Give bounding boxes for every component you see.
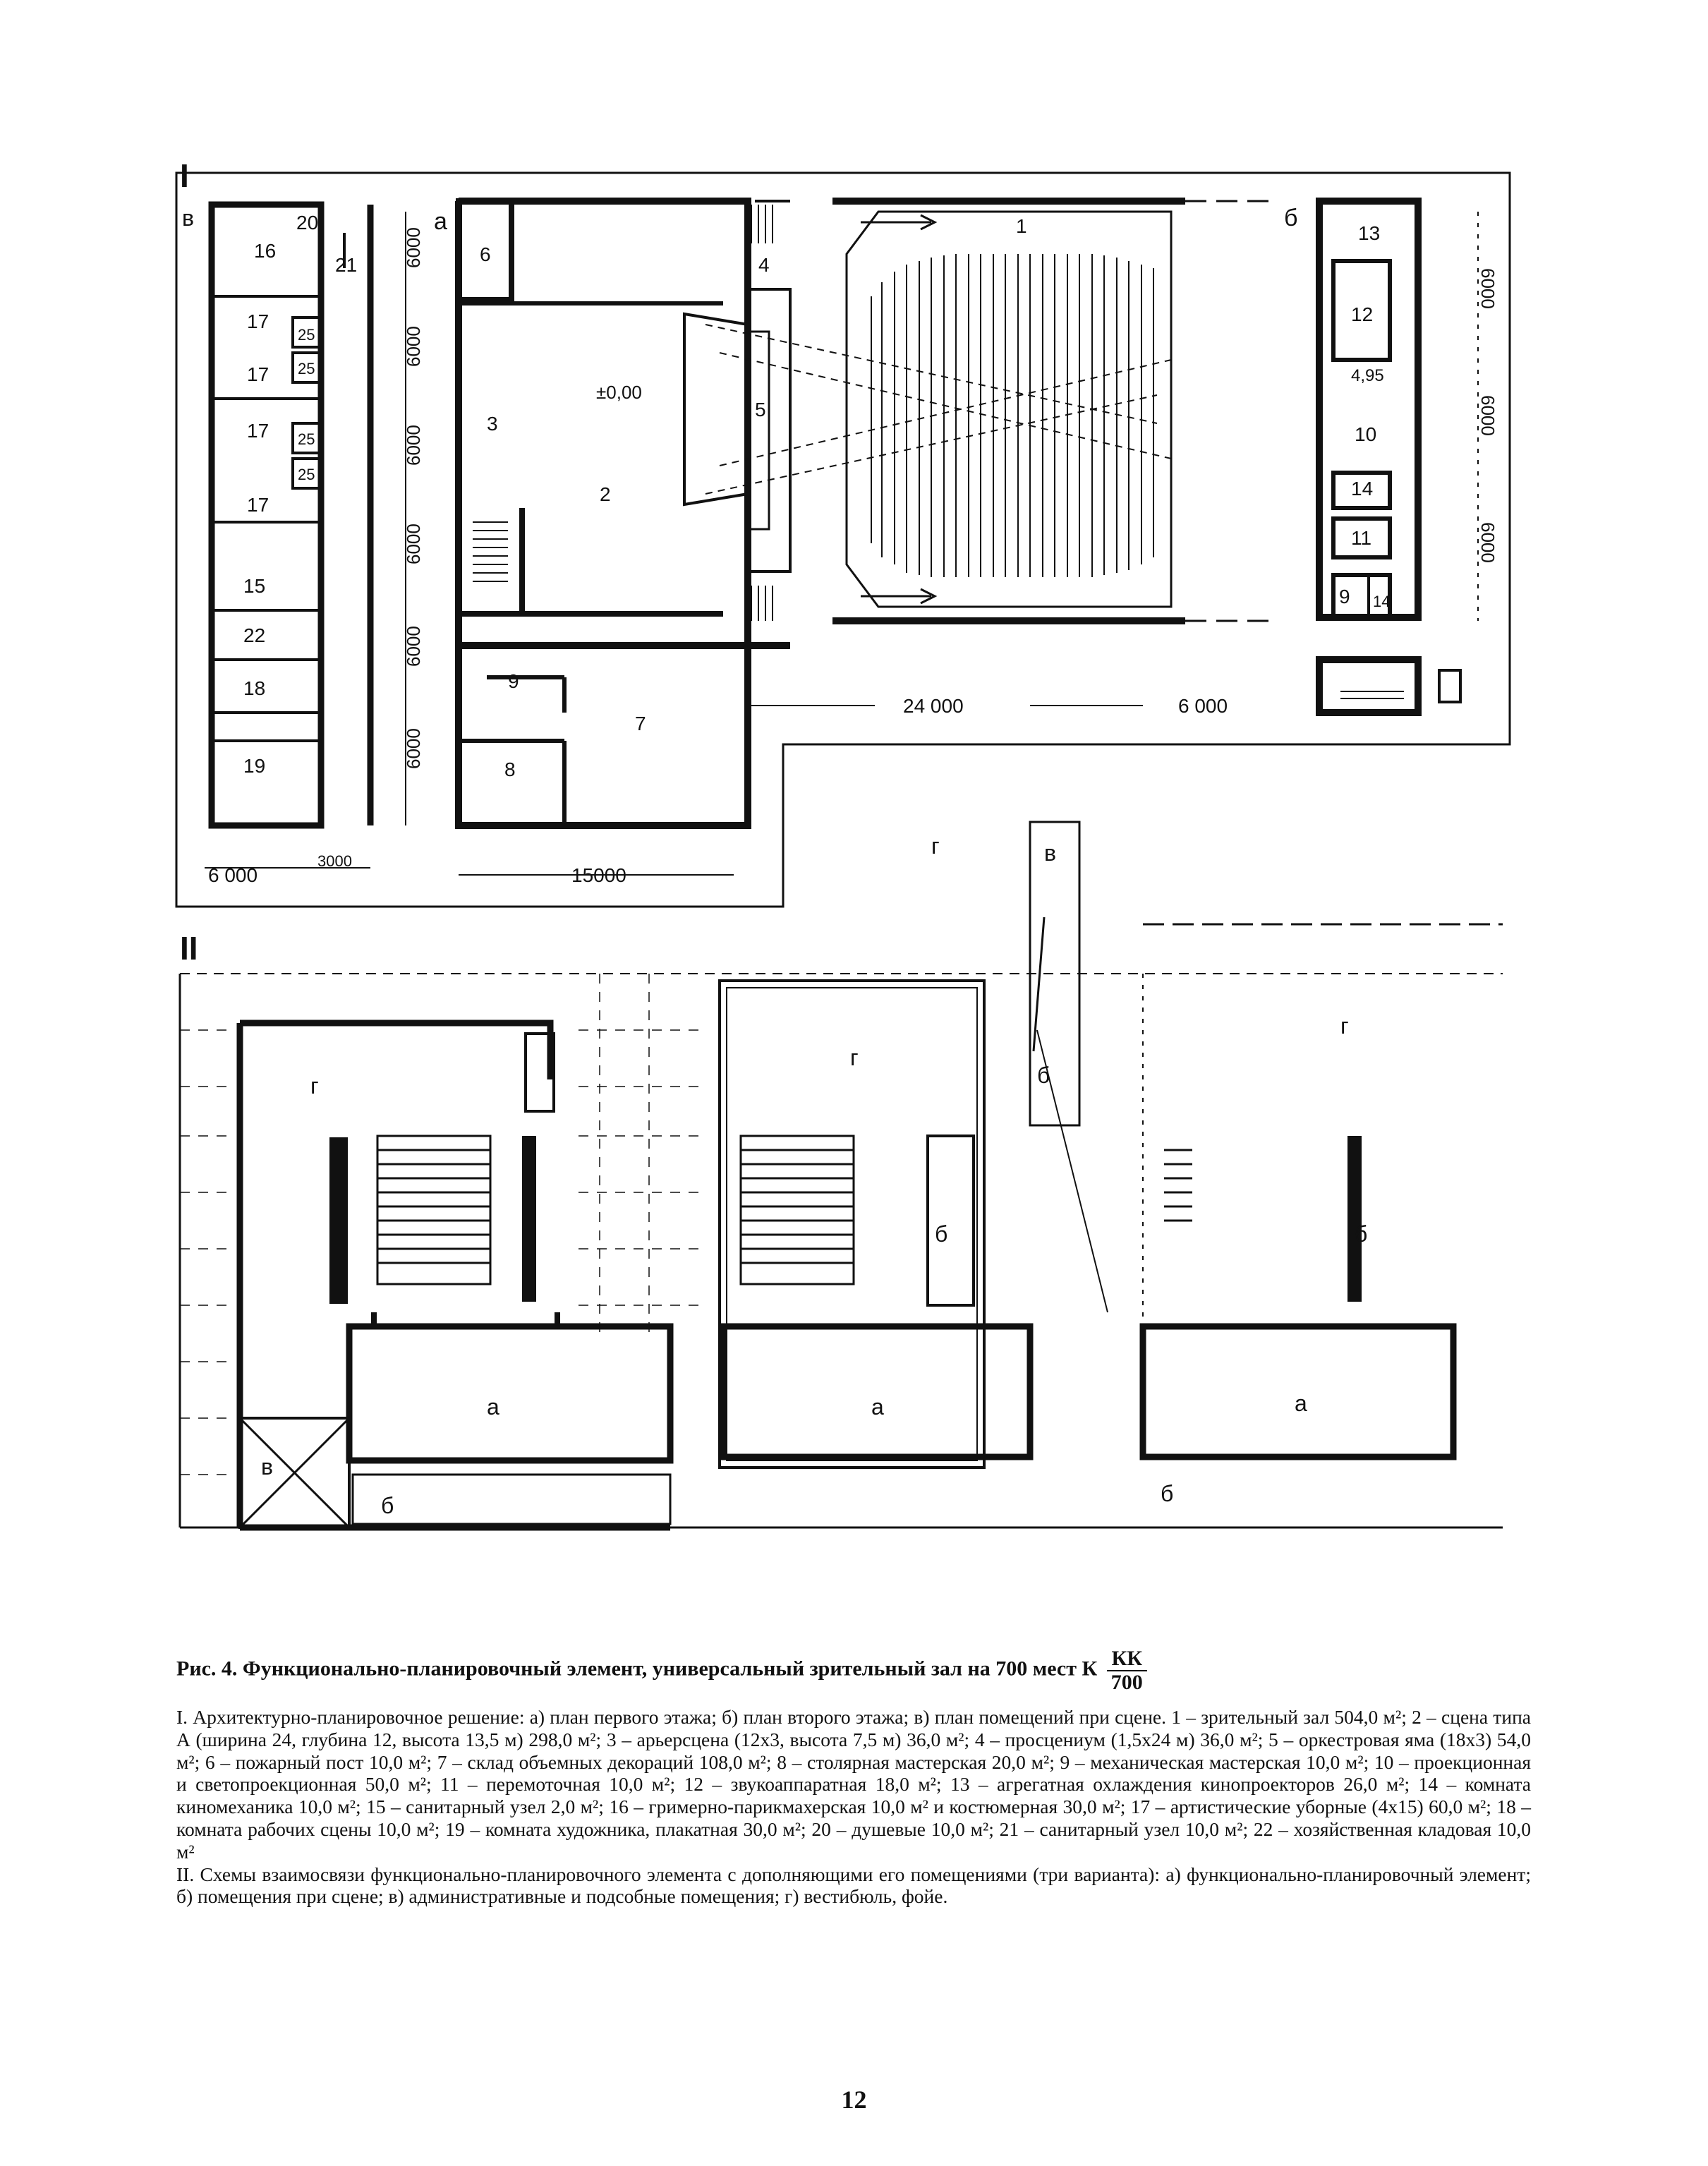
room-15b: 14 (1351, 478, 1373, 500)
dim-r3: 6000 (1477, 522, 1498, 563)
room-1: 1 (1016, 215, 1027, 237)
scheme2-g: г (850, 1045, 859, 1070)
legend-part-one: I. Архитектурно-планировочное решение: а… (176, 1706, 1531, 1863)
room-25d: 25 (298, 466, 315, 483)
room-9: 9 (508, 670, 519, 692)
legend-part-two: II. Схемы взаимосвязи функционально-план… (176, 1863, 1531, 1908)
dim-24000: 24 000 (903, 695, 964, 717)
room-18: 18 (243, 677, 265, 699)
scheme3-a: а (1295, 1391, 1307, 1416)
dim-15000: 15000 (571, 864, 626, 886)
room-17b: 17 (247, 363, 269, 385)
dim-r2: 6000 (1477, 395, 1498, 436)
room-8: 8 (504, 758, 516, 780)
dim-3000: 3000 (317, 852, 352, 870)
scheme1-b: б (381, 1493, 394, 1518)
room-2: 2 (600, 483, 611, 505)
page-number: 12 (841, 2086, 867, 2114)
figure-title-text: Рис. 4. Функционально-планировочный элем… (176, 1657, 1098, 1681)
room-21: 21 (335, 254, 357, 276)
room-25a: 25 (298, 326, 315, 344)
room-16: 16 (254, 240, 276, 262)
room-10: 10 (1355, 423, 1376, 445)
scheme1-a: а (487, 1394, 499, 1420)
scheme2-b: б (935, 1221, 947, 1247)
label-v: в (182, 205, 194, 231)
dim-6000b: 6 000 (1178, 695, 1228, 717)
architectural-drawing: I в а б II 20 21 16 17 17 17 17 25 25 25… (175, 157, 1511, 1531)
room-15: 15 (243, 575, 265, 597)
room-7: 7 (635, 713, 646, 734)
room-4: 4 (758, 254, 770, 276)
dim-v1: 6000 (403, 227, 424, 268)
room-25c: 25 (298, 430, 315, 448)
label-a: а (434, 208, 447, 235)
room-13: 12 (1351, 303, 1373, 325)
part-two-numeral: II (180, 930, 198, 967)
scheme1-g: г (310, 1073, 319, 1099)
dim-6000: 6 000 (208, 864, 258, 886)
fraction-numerator: КК (1106, 1647, 1147, 1671)
scheme2-a: а (871, 1394, 884, 1420)
room-19: 19 (243, 755, 265, 777)
dim-v6: 6000 (403, 728, 424, 769)
scheme3-b-bottom: б (1161, 1481, 1173, 1506)
room-25b: 25 (298, 360, 315, 377)
scheme3-g: г (1340, 1013, 1349, 1039)
room-17c: 17 (247, 420, 269, 442)
scheme3-b: б (1355, 1221, 1367, 1247)
room-12: 11 (1351, 527, 1371, 549)
label-b: б (1284, 205, 1297, 231)
room-17d: 17 (247, 494, 269, 516)
figure-legend: I. Архитектурно-планировочное решение: а… (176, 1706, 1531, 1908)
room-22: 22 (243, 624, 265, 646)
room-14b: 14 (1373, 593, 1390, 610)
room-5: 5 (755, 399, 766, 421)
room-14a: 13 (1358, 222, 1380, 244)
figure-fraction: КК 700 (1106, 1647, 1147, 1694)
figure-title: Рис. 4. Функционально-планировочный элем… (176, 1647, 1531, 1693)
dim-v5: 6000 (403, 626, 424, 667)
projector-mark: 4,95 (1351, 366, 1384, 385)
dim-v4: 6000 (403, 524, 424, 564)
room-6: 6 (480, 243, 491, 265)
scheme-top-g: г (931, 833, 940, 859)
scheme1-v: в (261, 1454, 273, 1480)
level-mark: ±0,00 (596, 382, 642, 403)
room-17a: 17 (247, 310, 269, 332)
room-3: 3 (487, 413, 498, 435)
room-11: 9 (1339, 586, 1350, 607)
dim-r1: 6000 (1477, 268, 1498, 309)
scheme2-v: в (1044, 840, 1056, 866)
dim-v3: 6000 (403, 425, 424, 466)
fraction-denominator: 700 (1110, 1670, 1143, 1694)
part-one-numeral: I (180, 157, 189, 194)
scheme2-b-top: б (1037, 1063, 1050, 1088)
room-20: 20 (296, 212, 318, 234)
dim-v2: 6000 (403, 326, 424, 367)
